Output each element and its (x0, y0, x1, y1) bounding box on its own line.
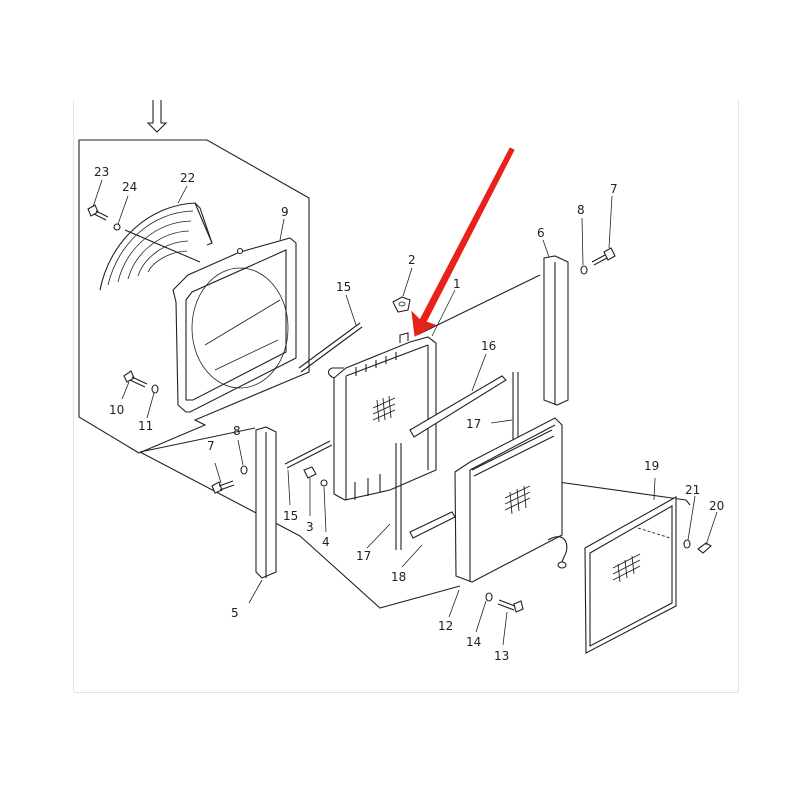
radiator-cap-part-2 (392, 296, 411, 313)
drain-cock-part-3 (303, 466, 317, 479)
bolt-part-13 (497, 599, 524, 613)
part-labels: 23 24 22 9 15 2 1 16 17 6 8 7 10 11 7 8 … (94, 165, 724, 663)
washer-part-8-left (240, 465, 248, 475)
label-part-12: 12 (438, 619, 453, 633)
washer-part-11 (151, 384, 159, 394)
screen-net-part-19 (584, 496, 677, 654)
washer-part-14 (485, 592, 493, 602)
shroud-group-outline (78, 139, 310, 454)
seal-strip-part-16 (409, 375, 507, 438)
fan-guard-part-22 (99, 202, 213, 291)
washer-part-24 (113, 223, 121, 231)
label-part-11: 11 (138, 419, 153, 433)
label-part-2: 2 (408, 253, 416, 267)
label-part-20: 20 (709, 499, 724, 513)
label-part-8-left: 8 (233, 424, 241, 438)
label-part-17-left: 17 (356, 549, 371, 563)
label-part-15-lower: 15 (283, 509, 298, 523)
label-part-13: 13 (494, 649, 509, 663)
label-part-1: 1 (453, 277, 461, 291)
label-part-14: 14 (466, 635, 481, 649)
label-part-4: 4 (322, 535, 330, 549)
label-part-19: 19 (644, 459, 659, 473)
label-part-7-right: 7 (610, 182, 618, 196)
bolt-part-10 (123, 370, 148, 388)
label-part-24: 24 (122, 180, 137, 194)
view-down-arrow-icon (146, 100, 168, 133)
label-part-9: 9 (281, 205, 289, 219)
label-part-18: 18 (391, 570, 406, 584)
bolt-part-20 (697, 542, 712, 554)
washer-part-21 (683, 539, 691, 549)
label-part-22: 22 (180, 171, 195, 185)
bolt-part-7-left (211, 480, 235, 494)
leader-lines (92, 179, 718, 646)
oil-cooler-part-12 (454, 417, 568, 583)
o-ring-part-4 (320, 479, 328, 487)
fan-shroud-part-9 (172, 237, 297, 413)
highlight-arrow-icon (411, 147, 515, 337)
label-part-3: 3 (306, 520, 314, 534)
seal-strip-part-17-left (395, 443, 402, 550)
label-part-7-left: 7 (207, 439, 215, 453)
diagram-frame (73, 100, 739, 693)
label-part-8-right: 8 (577, 203, 585, 217)
label-part-6: 6 (537, 226, 545, 240)
label-part-5: 5 (231, 606, 239, 620)
seal-strip-part-15-upper (298, 322, 363, 373)
label-part-21: 21 (685, 483, 700, 497)
label-part-16: 16 (481, 339, 496, 353)
support-bracket-part-6 (543, 255, 569, 406)
support-bracket-part-5 (255, 426, 277, 579)
bolt-part-23 (87, 204, 109, 221)
label-part-10: 10 (109, 403, 124, 417)
radiator-core-part-1 (327, 332, 437, 501)
washer-part-8-right (580, 265, 588, 275)
bolt-part-7-right (591, 247, 616, 266)
seal-strip-part-15-lower (284, 440, 333, 469)
label-part-15-upper: 15 (336, 280, 351, 294)
label-part-23: 23 (94, 165, 109, 179)
label-part-17-right: 17 (466, 417, 481, 431)
